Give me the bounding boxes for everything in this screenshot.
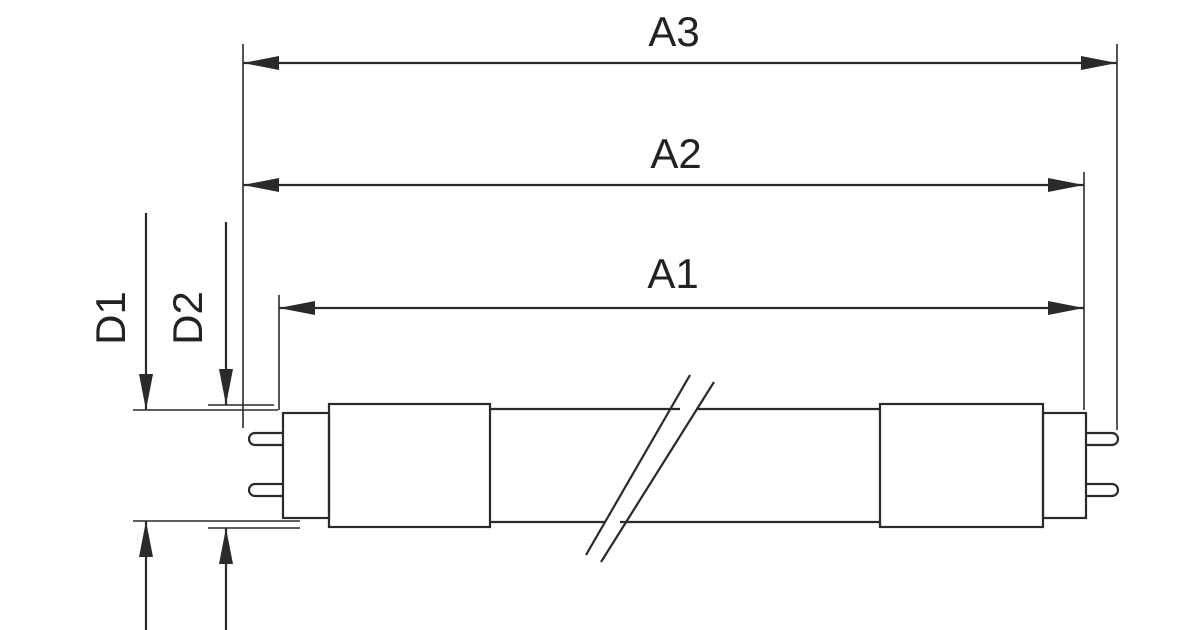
break-mark-left bbox=[585, 374, 691, 556]
label-a3: A3 bbox=[648, 8, 699, 55]
left-lower-pin bbox=[247, 482, 283, 498]
break-mark-right bbox=[600, 381, 715, 563]
right-sleeve bbox=[878, 402, 1045, 529]
tube bbox=[247, 374, 1120, 563]
left-upper-pin bbox=[247, 431, 283, 447]
right-lower-pin bbox=[1086, 482, 1120, 498]
left-end-cap bbox=[281, 411, 331, 520]
label-a2: A2 bbox=[650, 130, 701, 177]
right-upper-pin bbox=[1086, 431, 1120, 447]
label-a1: A1 bbox=[647, 250, 698, 297]
label-d2: D2 bbox=[164, 291, 211, 345]
right-end-cap bbox=[1041, 411, 1088, 520]
extension-lines bbox=[133, 44, 1118, 529]
label-d1: D1 bbox=[87, 291, 134, 345]
left-sleeve bbox=[327, 402, 492, 529]
